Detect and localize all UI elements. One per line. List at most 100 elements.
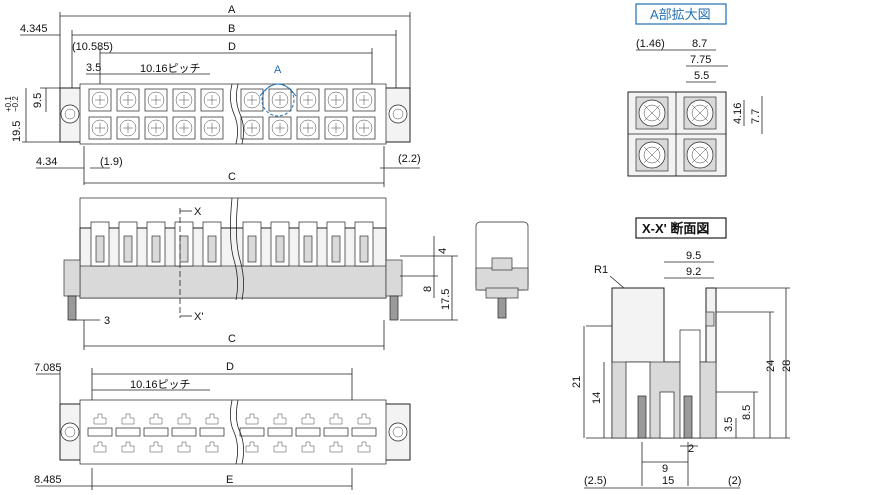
dim-sec-95: 9.5 — [686, 250, 701, 262]
dim-146: (1.46) — [636, 38, 665, 50]
dim-7085: 7.085 — [34, 362, 62, 374]
section-xx: X-X' 断面図 9.5 9.2 R1 21 14 28 24 8.5 — [571, 217, 793, 489]
dim-sec-25: (2.5) — [584, 475, 607, 487]
section-title: X-X' 断面図 — [642, 221, 709, 236]
contact-cell — [324, 88, 348, 112]
side-post-right — [385, 259, 403, 297]
dim-sec-21: 21 — [571, 376, 583, 388]
contact-cell — [144, 88, 168, 112]
dim-4345: 4.345 — [20, 23, 48, 35]
dim-c-side: C — [228, 333, 236, 345]
side-fin — [270, 221, 290, 267]
side-fin — [146, 221, 166, 267]
dim-sec-92: 9.2 — [686, 266, 701, 278]
dim-sec-2b: (2) — [728, 475, 741, 487]
dim-c-top: C — [228, 171, 236, 183]
dim-4: 4 — [437, 248, 449, 254]
dim-77: 7.7 — [750, 109, 762, 124]
dim-416: 4.16 — [732, 103, 744, 124]
detail-contact — [635, 138, 669, 172]
bottom-hole-right — [388, 422, 408, 442]
side-fin — [326, 221, 346, 267]
dim-d-bottom: D — [226, 361, 234, 373]
section-x-top: X — [194, 206, 202, 218]
contact-cell — [296, 88, 320, 112]
dim-3: 3 — [104, 315, 110, 327]
contact-cell — [172, 88, 196, 112]
side-fin — [174, 221, 194, 267]
dim-e: E — [226, 474, 233, 486]
dim-d: D — [228, 41, 236, 53]
contact-cell — [116, 116, 140, 140]
dim-sec-35: 3.5 — [723, 417, 735, 432]
bottom-contact — [87, 413, 113, 453]
section-x-bottom: X' — [194, 311, 203, 323]
dim-b: B — [228, 23, 235, 35]
dim-19: (1.9) — [100, 156, 123, 168]
contact-cell — [352, 88, 376, 112]
pitch-label-top: 10.16ピッチ — [140, 62, 201, 75]
bottom-hole-left — [60, 422, 80, 442]
dim-55: 5.5 — [694, 70, 709, 82]
bottom-contact — [351, 413, 377, 453]
bottom-contact — [295, 413, 321, 453]
dim-tol-plus: +0.1 — [4, 96, 13, 112]
dim-10585: (10.585) — [72, 41, 113, 53]
side-fin — [202, 221, 222, 267]
dim-sec-14: 14 — [591, 392, 603, 404]
dim-sec-28: 28 — [781, 360, 793, 372]
side-fin — [118, 221, 138, 267]
detail-a: A部拡大図 (1.46) 8.7 7.75 5.5 4.16 7.7 — [627, 3, 763, 177]
contact-cell — [296, 116, 320, 140]
contact-cell — [240, 88, 264, 112]
dim-r1: R1 — [594, 264, 608, 276]
dim-195: 19.5 — [11, 121, 23, 142]
pitch-label-bottom: 10.16ピッチ — [130, 378, 191, 391]
side-fin — [90, 221, 110, 267]
contact-cell — [200, 116, 224, 140]
dim-775: 7.75 — [690, 54, 711, 66]
top-contacts — [88, 88, 376, 140]
bottom-contact — [115, 413, 141, 453]
end-view — [475, 221, 529, 319]
dim-tol-minus: −0.2 — [11, 96, 20, 112]
dim-87: 8.7 — [692, 38, 707, 50]
dim-sec-85: 8.5 — [741, 405, 753, 420]
detail-contact — [635, 96, 669, 130]
contact-cell — [268, 116, 292, 140]
side-view: X X' 3 4 8 17.5 C — [63, 197, 458, 350]
side-contacts — [90, 221, 374, 267]
contact-cell — [268, 88, 292, 112]
contact-cell — [144, 116, 168, 140]
dim-sec-9: 9 — [662, 463, 668, 475]
mount-hole-right — [388, 104, 408, 124]
contact-cell — [88, 88, 112, 112]
dim-a: A — [228, 4, 236, 16]
detail-a-title-box — [635, 3, 727, 25]
bottom-contact — [267, 413, 293, 453]
bottom-contacts — [87, 413, 377, 453]
side-post-left — [63, 259, 81, 297]
bottom-contact — [323, 413, 349, 453]
dim-434: 4.34 — [36, 156, 57, 168]
contact-cell — [352, 116, 376, 140]
bottom-contact — [199, 413, 225, 453]
dim-175: 17.5 — [440, 289, 452, 310]
dim-35: 3.5 — [86, 62, 101, 74]
bottom-contact — [143, 413, 169, 453]
mount-hole-left — [60, 104, 80, 124]
detail-contact — [683, 138, 717, 172]
contact-cell — [116, 88, 140, 112]
top-view: A 4.345 B (10.585) D 3.5 10.16ピッチ A — [4, 4, 421, 187]
dim-8: 8 — [422, 286, 434, 292]
contact-cell — [324, 116, 348, 140]
side-fin — [298, 221, 318, 267]
detail-contact — [683, 96, 717, 130]
dim-95: 9.5 — [32, 93, 44, 108]
dim-8485: 8.485 — [34, 474, 62, 486]
contact-cell — [88, 116, 112, 140]
section-title-box — [635, 217, 727, 239]
dim-sec-2: 2 — [688, 443, 694, 455]
dim-22: (2.2) — [398, 153, 421, 165]
